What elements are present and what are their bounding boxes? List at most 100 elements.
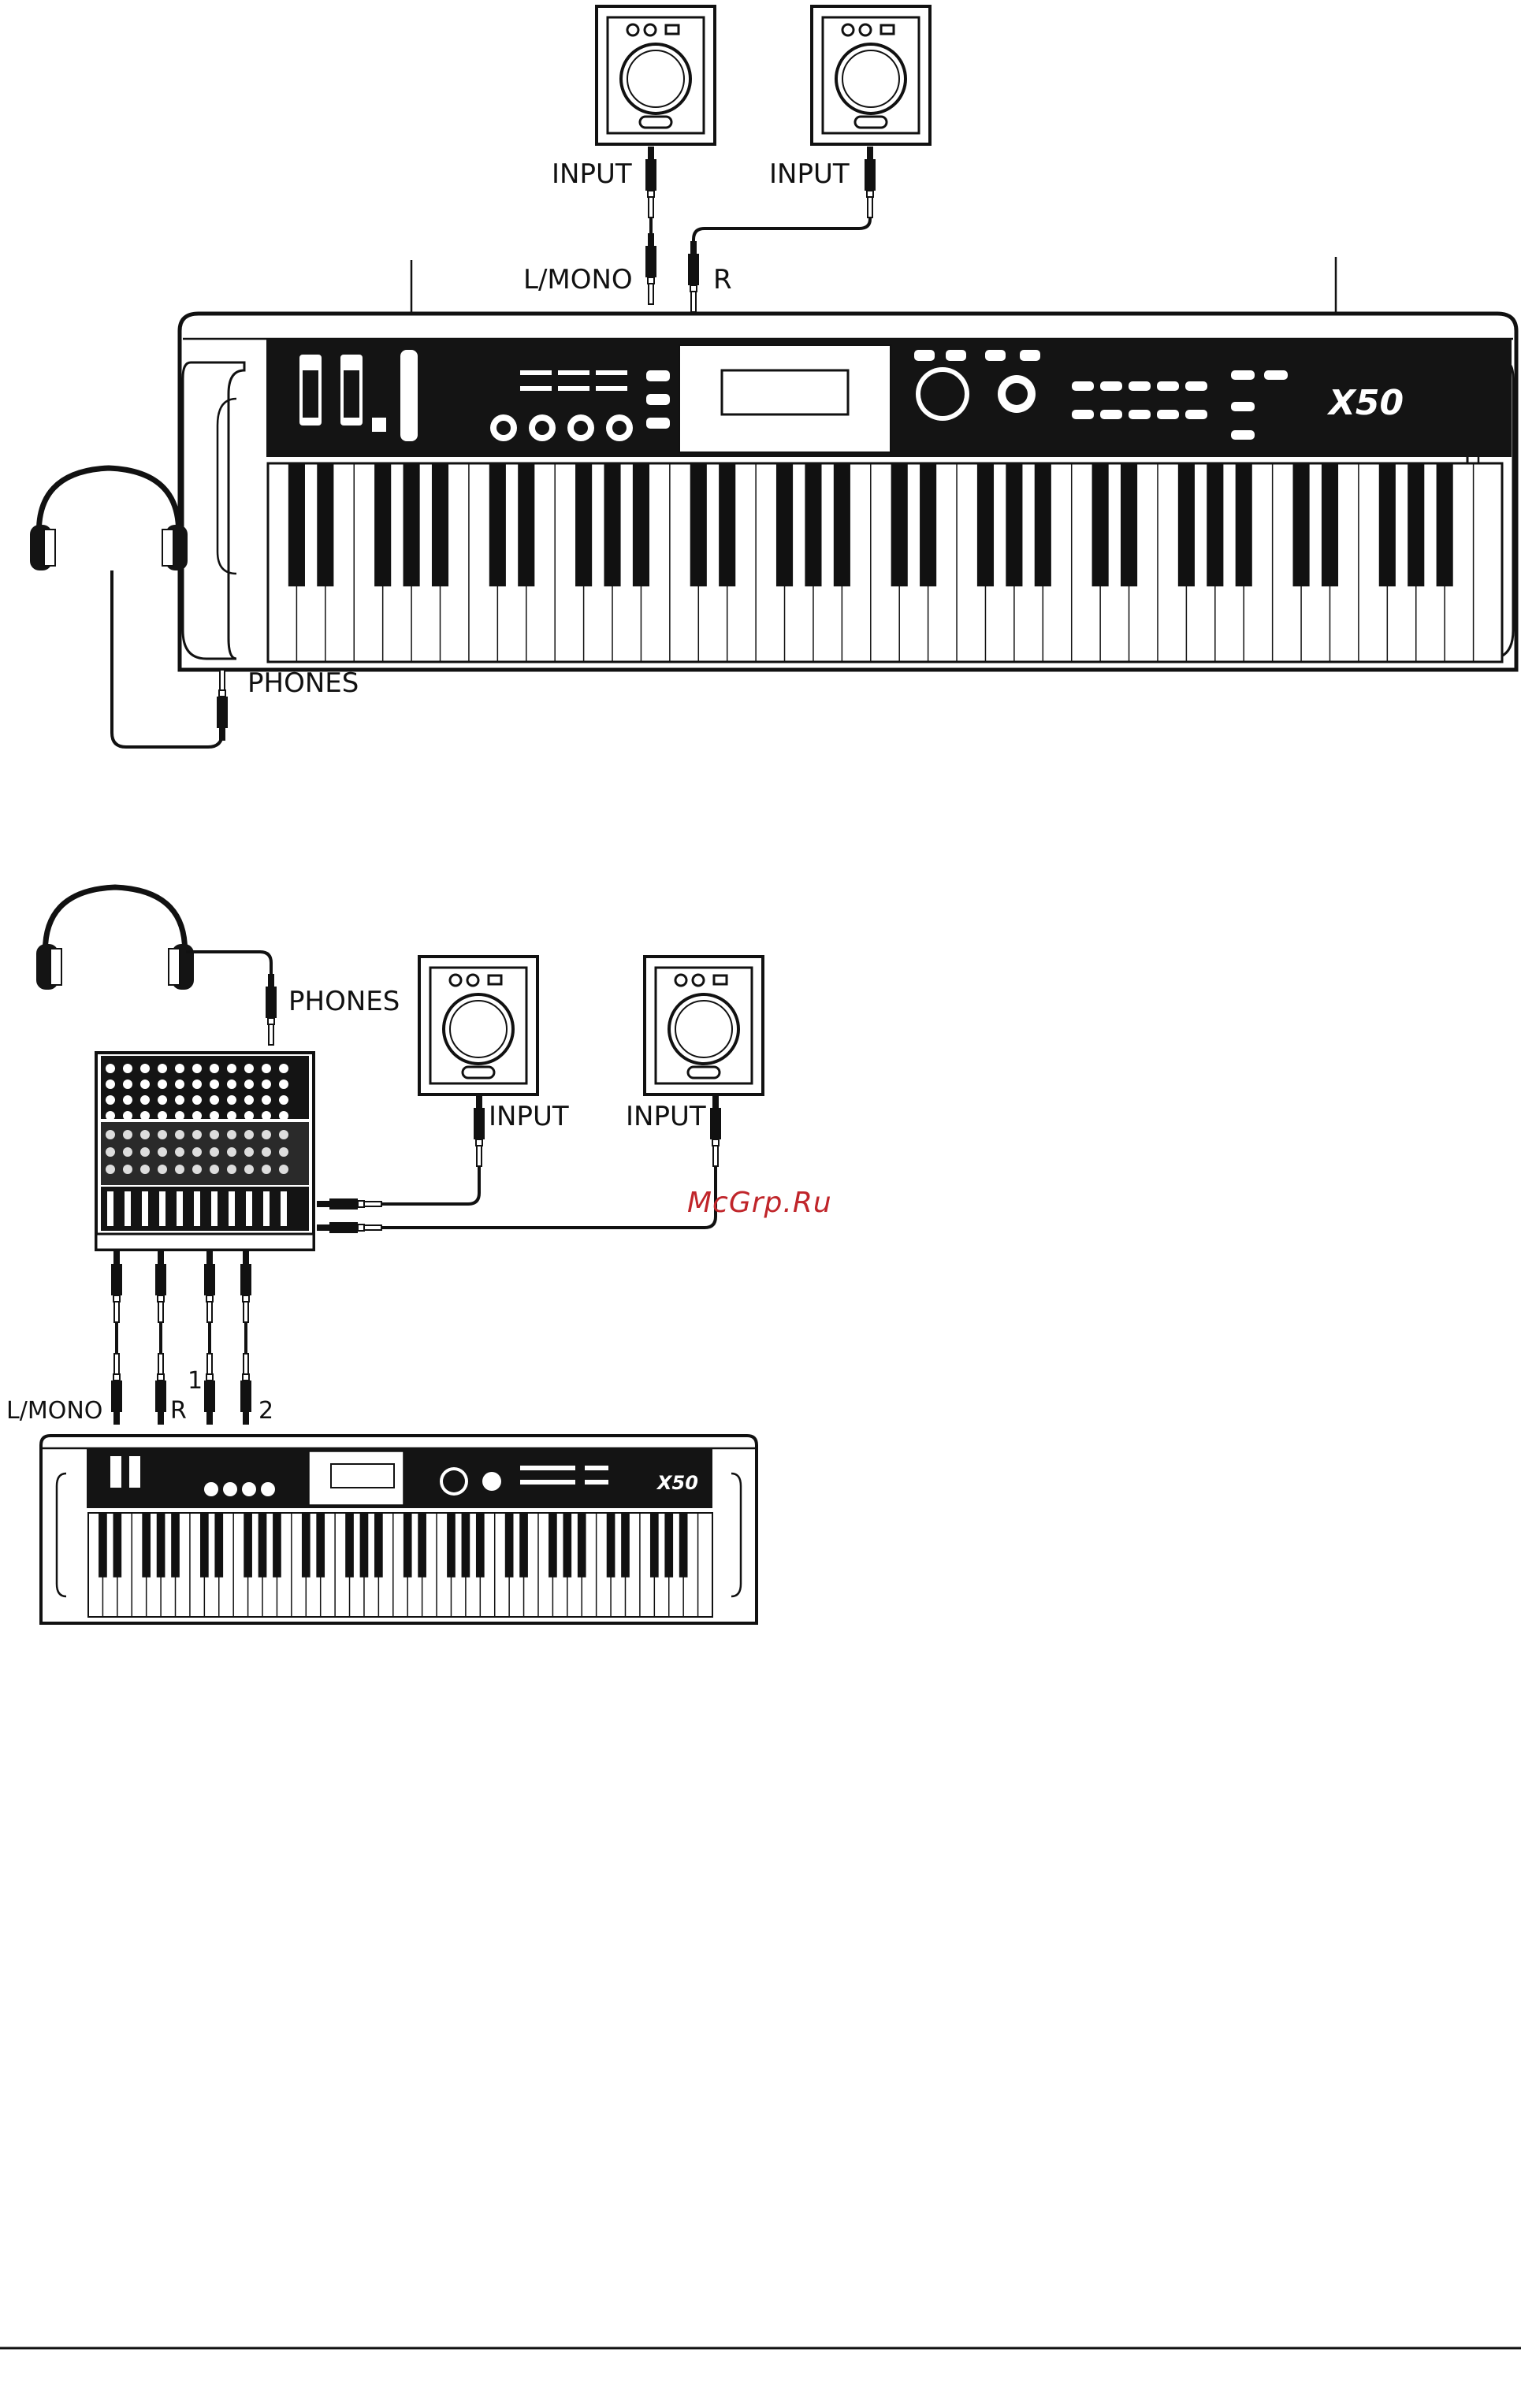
- jack-plug-icon: [317, 1222, 381, 1233]
- out-right-label-2: R: [170, 1397, 187, 1425]
- black-key: [432, 463, 448, 586]
- mixer-knob: [210, 1165, 219, 1174]
- mixer-knob: [244, 1095, 254, 1105]
- black-key: [1121, 463, 1137, 586]
- jack-plug-icon: [317, 1198, 381, 1210]
- mixer-knob: [158, 1147, 167, 1157]
- black-key: [1207, 463, 1223, 586]
- mixer-knob: [140, 1095, 150, 1105]
- black-key: [476, 1513, 485, 1577]
- black-key: [302, 1513, 311, 1577]
- black-key: [462, 1513, 470, 1577]
- black-key: [258, 1513, 267, 1577]
- mixer-knob: [140, 1064, 150, 1073]
- mixer-knob: [106, 1080, 115, 1089]
- jack-plug-icon: [155, 1251, 166, 1322]
- black-key: [1379, 463, 1396, 586]
- jack-plug-icon: [155, 1354, 166, 1425]
- mixer-knob: [210, 1080, 219, 1089]
- mixer-knob: [123, 1095, 132, 1105]
- speaker-left-input-label: INPUT: [552, 158, 632, 190]
- mixer-knob: [262, 1095, 271, 1105]
- mixer-knob: [140, 1130, 150, 1139]
- phones-label: PHONES: [247, 667, 359, 699]
- mixer-knob: [227, 1147, 236, 1157]
- mixer-knob: [140, 1147, 150, 1157]
- mixer-knob: [227, 1130, 236, 1139]
- jack-plug-icon: [240, 1354, 251, 1425]
- mixer-knob: [158, 1165, 167, 1174]
- black-key: [621, 1513, 630, 1577]
- black-key: [633, 463, 649, 586]
- black-key: [273, 1513, 281, 1577]
- mixer-knob: [192, 1095, 202, 1105]
- black-key: [214, 1513, 223, 1577]
- black-key: [171, 1513, 180, 1577]
- mixer-knob: [192, 1130, 202, 1139]
- mixer-knob: [140, 1165, 150, 1174]
- black-key: [99, 1513, 107, 1577]
- mixer-knob: [106, 1064, 115, 1073]
- mixer-knob: [262, 1147, 271, 1157]
- mixer-knob: [244, 1165, 254, 1174]
- black-key: [607, 1513, 615, 1577]
- black-key: [891, 463, 908, 586]
- black-key: [316, 1513, 325, 1577]
- jack-plug-icon: [266, 974, 277, 1045]
- mixer-knob: [279, 1111, 288, 1120]
- speaker-left-icon: [419, 957, 537, 1094]
- black-key: [664, 1513, 673, 1577]
- mixer-knob: [192, 1147, 202, 1157]
- mixer-knob: [175, 1111, 184, 1120]
- mixer-knob: [175, 1064, 184, 1073]
- keyboard-logo-2: X50: [656, 1472, 698, 1494]
- mixer-knob: [106, 1165, 115, 1174]
- mixer-knob: [227, 1111, 236, 1120]
- black-key: [977, 463, 994, 586]
- speaker-left-input-label-2: INPUT: [489, 1101, 569, 1132]
- black-key: [549, 1513, 557, 1577]
- black-key: [834, 463, 850, 586]
- jack-plug-icon: [204, 1251, 215, 1322]
- mixer-knob: [123, 1080, 132, 1089]
- black-key: [200, 1513, 209, 1577]
- cable-mixer-left: [381, 1166, 479, 1204]
- cable-mixer-right: [381, 1166, 716, 1228]
- mixer-knob: [175, 1095, 184, 1105]
- mixer-knob: [175, 1147, 184, 1157]
- mixer-fader: [159, 1191, 165, 1226]
- mixer-knob: [106, 1095, 115, 1105]
- black-key: [679, 1513, 688, 1577]
- keyboard-logo: X50: [1326, 383, 1404, 423]
- speaker-left-icon: [597, 6, 715, 144]
- black-key: [563, 1513, 571, 1577]
- mixer-knob: [210, 1147, 219, 1157]
- black-key: [418, 1513, 426, 1577]
- jack-plug-icon: [204, 1354, 215, 1425]
- black-key: [690, 463, 707, 586]
- black-key: [403, 463, 420, 586]
- watermark: McGrp.Ru: [687, 1187, 832, 1219]
- jack-plug-icon: [645, 233, 656, 304]
- headphones-icon: [36, 887, 194, 990]
- out-left-mono-label-2: L/MONO: [6, 1397, 102, 1425]
- synthesizer-keyboard-icon: X50: [180, 314, 1516, 670]
- black-key: [1293, 463, 1310, 586]
- mixer-knob: [244, 1130, 254, 1139]
- mixer-knob: [123, 1147, 132, 1157]
- black-key: [1092, 463, 1109, 586]
- mixer-fader: [142, 1191, 148, 1226]
- mixer-knob: [192, 1064, 202, 1073]
- mixer-knob: [279, 1147, 288, 1157]
- black-key: [374, 463, 391, 586]
- mixer-fader: [177, 1191, 183, 1226]
- black-key: [575, 463, 592, 586]
- black-key: [1236, 463, 1252, 586]
- black-key: [920, 463, 936, 586]
- mixer-knob: [158, 1064, 167, 1073]
- mixer-knob: [227, 1064, 236, 1073]
- mixer-knob: [244, 1111, 254, 1120]
- black-key: [519, 1513, 528, 1577]
